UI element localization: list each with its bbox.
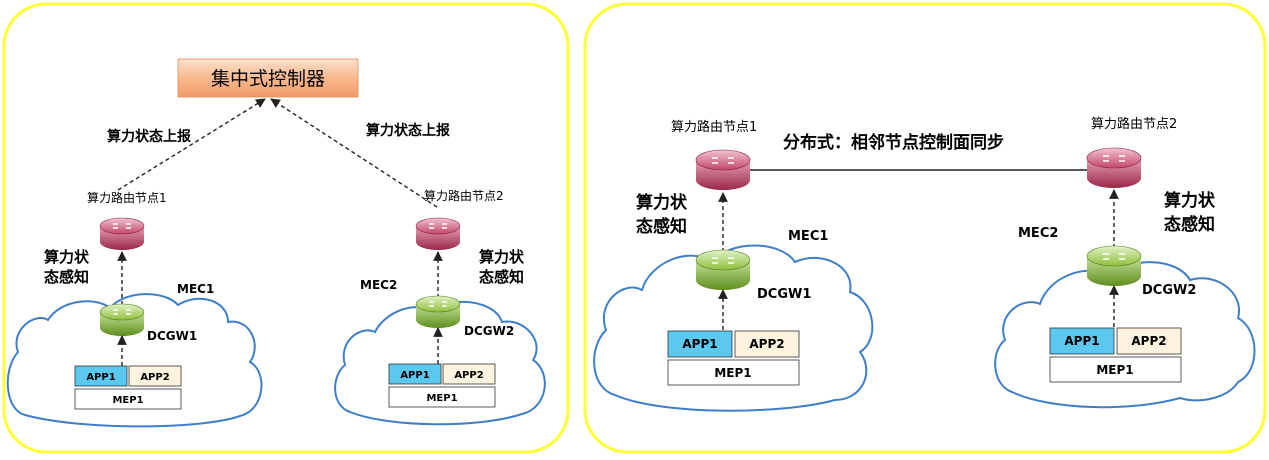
mec2-label: MEC2 xyxy=(360,278,397,292)
report-label-right: 算力状态上报 xyxy=(366,122,450,139)
node1-label: 算力路由节点1 xyxy=(671,119,757,135)
gateway-icon xyxy=(415,295,461,329)
app2-box xyxy=(1116,327,1182,355)
dcgw2-label: DCGW2 xyxy=(464,324,514,338)
controller-label: 集中式控制器 xyxy=(211,68,325,90)
node2-label: 算力路由节点2 xyxy=(424,188,504,203)
report-label-left: 算力状态上报 xyxy=(107,128,191,145)
dcgw1-label: DCGW1 xyxy=(757,287,811,302)
app1-label: APP1 xyxy=(682,337,717,351)
gateway-icon xyxy=(99,303,145,337)
mec2-label: MEC2 xyxy=(1018,226,1058,241)
app1-box xyxy=(74,365,128,387)
node1-label: 算力路由节点1 xyxy=(87,190,167,205)
sense1-line1: 算力状 xyxy=(635,192,688,213)
app2-label: APP2 xyxy=(454,370,483,381)
report-arrow-left xyxy=(117,98,266,191)
app2-label: APP2 xyxy=(1131,334,1166,348)
mec1-label: MEC1 xyxy=(177,282,214,296)
sense2-line2: 态感知 xyxy=(1164,214,1215,235)
mec1-label: MEC1 xyxy=(788,229,828,244)
mep-box xyxy=(1049,356,1182,383)
app2-label: APP2 xyxy=(140,372,169,383)
sense2-line1: 算力状 xyxy=(479,248,525,266)
dcgw1-label: DCGW1 xyxy=(147,329,197,343)
sense1-line2: 态感知 xyxy=(44,268,89,286)
node2-label: 算力路由节点2 xyxy=(1091,116,1177,132)
sync-label: 分布式：相邻节点控制面同步 xyxy=(783,132,1004,153)
mep-label: MEP1 xyxy=(714,366,751,380)
router-icon xyxy=(415,217,461,251)
sense2-line2: 态感知 xyxy=(479,268,524,286)
mep-label: MEP1 xyxy=(1096,363,1133,377)
app2-label: APP2 xyxy=(749,337,784,351)
app2-box xyxy=(442,363,496,385)
mep-label: MEP1 xyxy=(426,393,457,404)
app1-label: APP1 xyxy=(86,372,115,383)
app1-label: APP1 xyxy=(400,370,429,381)
router-icon xyxy=(99,217,145,251)
app1-label: APP1 xyxy=(1064,334,1099,348)
report-arrow-right xyxy=(270,98,438,208)
sense1-line2: 态感知 xyxy=(636,216,687,237)
app1-box xyxy=(667,330,733,358)
dcgw2-label: DCGW2 xyxy=(1142,283,1196,298)
gateway-icon xyxy=(695,249,751,291)
router-icon xyxy=(1086,147,1142,189)
app1-box xyxy=(388,363,442,385)
cloud-mec1 xyxy=(593,244,874,412)
app2-box xyxy=(734,330,800,358)
cloud-mec1 xyxy=(6,293,263,428)
mep-box xyxy=(74,388,182,410)
mep-box xyxy=(388,386,496,408)
app2-box xyxy=(128,365,182,387)
sense2-line1: 算力状 xyxy=(1163,190,1216,211)
gateway-icon xyxy=(1086,245,1142,287)
router-icon xyxy=(695,149,751,191)
mep-label: MEP1 xyxy=(112,395,143,406)
sense1-line1: 算力状 xyxy=(44,248,90,266)
app1-box xyxy=(1049,327,1115,355)
mep-box xyxy=(667,359,800,386)
controller-box xyxy=(177,58,359,98)
